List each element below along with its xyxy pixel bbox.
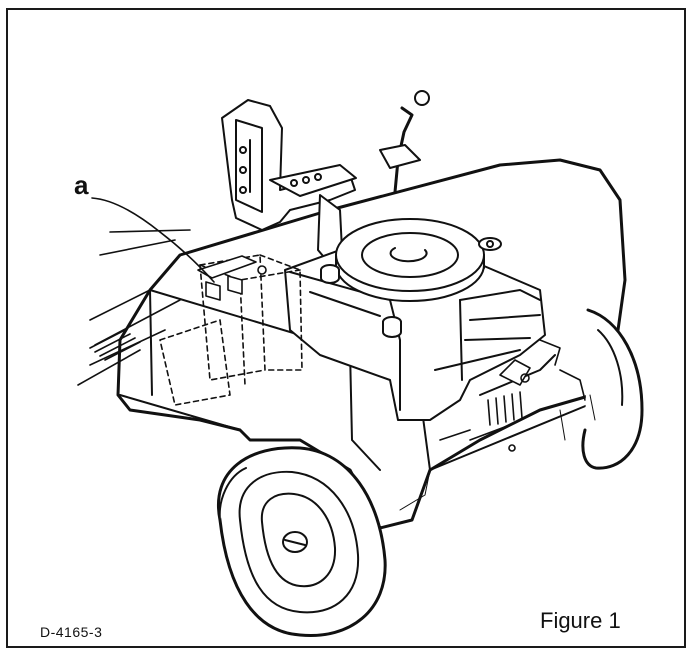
callout-leader-line xyxy=(91,197,215,283)
battery-terminals xyxy=(197,255,267,301)
seat-bracket xyxy=(221,99,357,263)
document-id: D-4165-3 xyxy=(40,624,103,640)
carburetor-linkage xyxy=(439,339,586,452)
rear-wheel xyxy=(581,308,644,470)
hood-shading xyxy=(399,394,596,511)
oil-filler-cap xyxy=(320,237,502,338)
front-wheel xyxy=(217,446,387,638)
throttle-lever xyxy=(379,90,430,194)
figure-title: Figure 1 xyxy=(540,608,621,633)
frame-rails xyxy=(77,229,191,386)
air-cleaner xyxy=(335,218,485,302)
callout-label-a: a xyxy=(74,170,89,200)
